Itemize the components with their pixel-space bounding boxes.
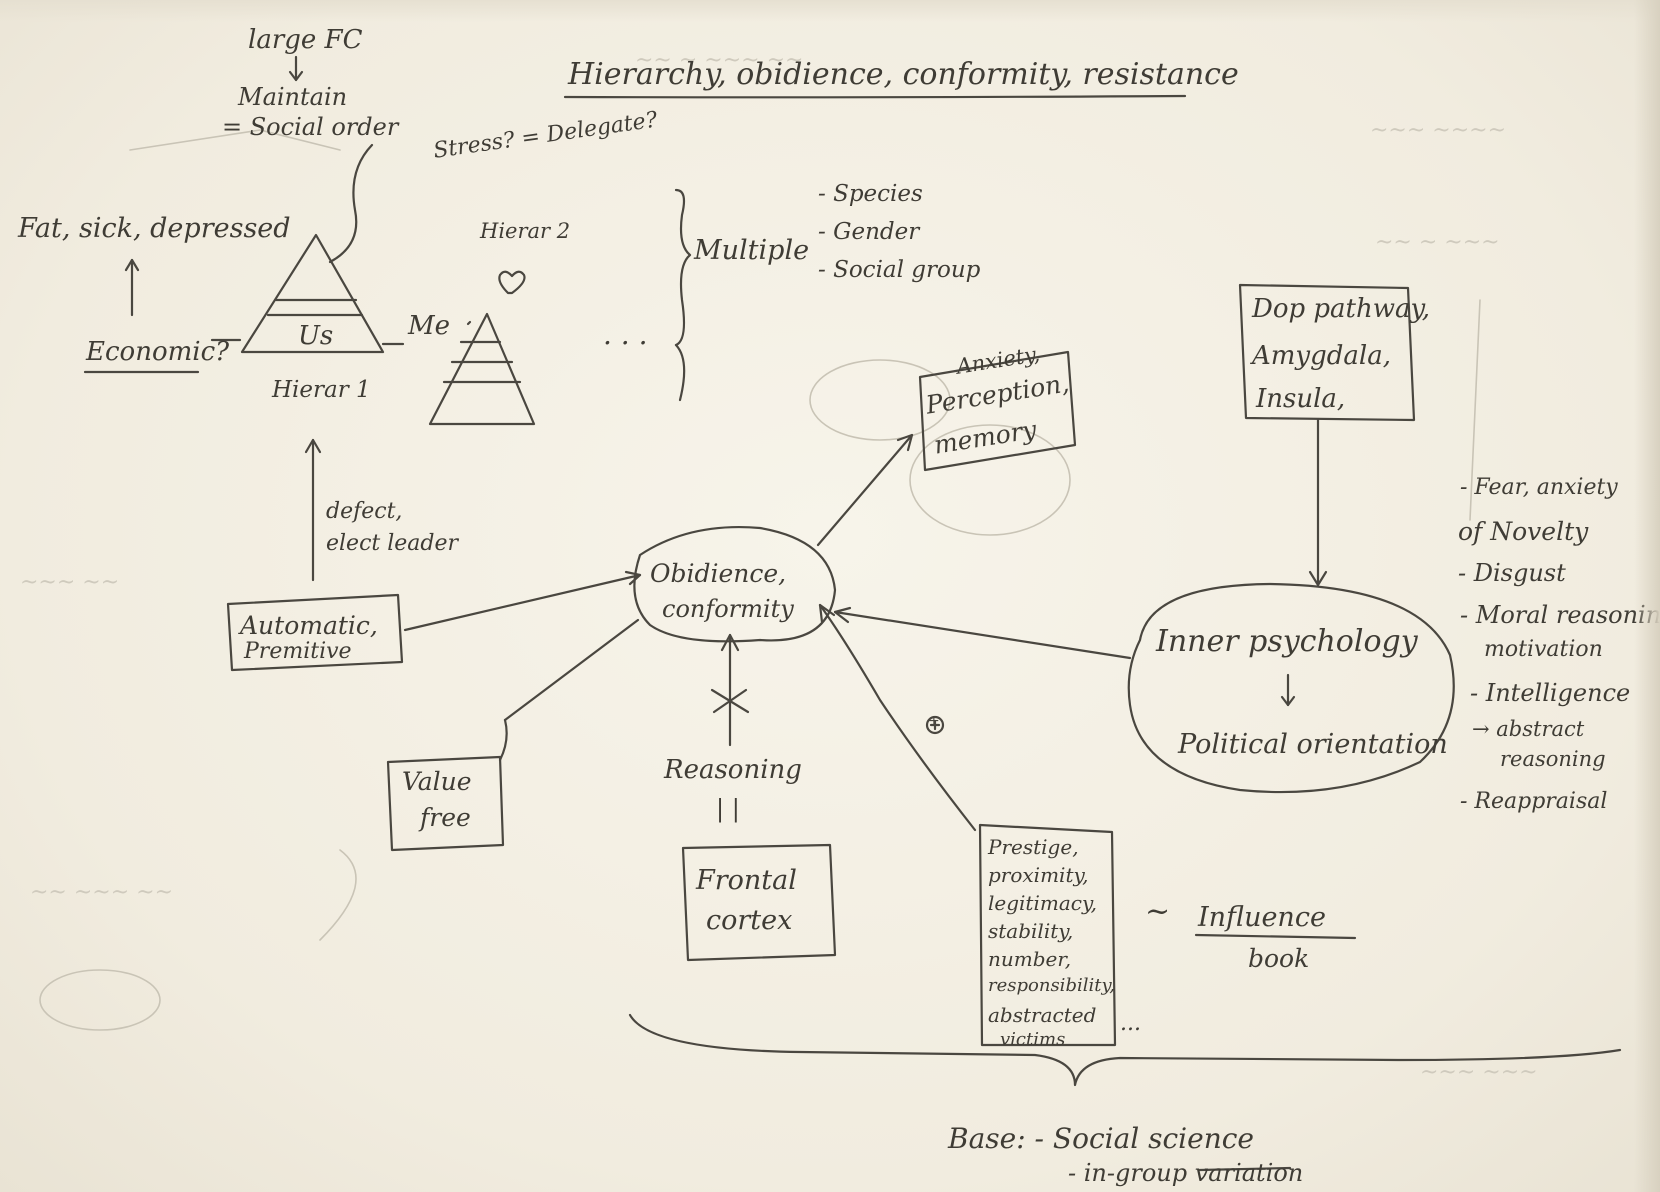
multiple-item: - Species	[818, 181, 923, 207]
label-inner-psychology: Inner psychology	[1156, 624, 1418, 659]
value-free-line: Value	[402, 767, 472, 796]
prestige-item: stability,	[988, 919, 1074, 943]
trait-item: - Disgust	[1458, 559, 1566, 587]
label-book: book	[1248, 944, 1310, 973]
label-political-orientation: Political orientation	[1178, 729, 1448, 760]
prestige-item: number,	[988, 947, 1072, 971]
plus-marker: +	[928, 713, 940, 729]
inner-arrow: ↓	[1300, 660, 1301, 661]
prestige-item: Prestige,	[988, 835, 1079, 859]
trait-item: of Novelty	[1458, 517, 1589, 546]
prestige-item: victims	[1000, 1029, 1066, 1050]
label-maintain: Maintain	[238, 83, 348, 111]
multiple-item: - Gender	[818, 219, 920, 245]
ellipsis: . . .	[603, 318, 648, 351]
trait-item: motivation	[1484, 637, 1603, 662]
label-influence: Influence	[1198, 902, 1326, 933]
label-fat-sick: Fat, sick, depressed	[18, 213, 291, 244]
label-social-order: = Social order	[222, 113, 399, 141]
multiple-item: - Social group	[818, 257, 981, 283]
label-hierar-1: Hierar 1	[272, 377, 371, 403]
prestige-item: proximity,	[988, 863, 1089, 887]
dop-line: Amygdala,	[1252, 341, 1391, 371]
trait-item: - Moral reasoning	[1460, 601, 1660, 629]
tilde-mark: ~	[1145, 894, 1171, 929]
dop-line: Dop pathway,	[1252, 294, 1431, 324]
trait-item: - Intelligence	[1470, 679, 1631, 707]
prestige-item: legitimacy,	[988, 891, 1097, 915]
prestige-more: ...	[1120, 1011, 1141, 1036]
label-base: Base: - Social science	[948, 1122, 1254, 1155]
ghost-text: ~~~ ~~~~	[1370, 118, 1507, 143]
frontal-line: Frontal	[696, 865, 797, 896]
value-free-line: free	[420, 803, 471, 832]
ghost-text: ~~~ ~~	[20, 570, 120, 595]
automatic-line: Premitive	[244, 639, 352, 664]
defect-line: elect leader	[326, 531, 459, 556]
frontal-line: cortex	[706, 905, 793, 936]
defect-line: defect,	[326, 499, 403, 524]
trait-item: → abstract	[1472, 717, 1585, 741]
obidience-line: Obidience,	[650, 559, 787, 588]
label-equals: | |	[716, 795, 740, 823]
label-large-fc: large FC	[248, 25, 363, 55]
ghost-text: ~~ ~~~ ~~	[30, 880, 174, 905]
prestige-item: abstracted	[988, 1003, 1097, 1027]
dop-line: Insula,	[1256, 384, 1346, 414]
page-title: Hierarchy, obidience, conformity, resist…	[568, 57, 1239, 92]
label-hierar-2: Hierar 2	[480, 219, 571, 243]
automatic-line: Automatic,	[240, 611, 378, 640]
label-us: Us	[298, 321, 334, 351]
label-reasoning: Reasoning	[664, 755, 802, 785]
prestige-item: responsibility,	[988, 975, 1115, 996]
label-me: Me	[408, 311, 451, 341]
obidience-line: conformity	[662, 595, 794, 623]
trait-item: - Fear, anxiety	[1460, 475, 1618, 500]
ghost-text: ~~~ ~~~	[1420, 1060, 1538, 1085]
ghost-text: ~~ ~ ~~~ ~~	[635, 48, 804, 73]
trait-item: - Reappraisal	[1460, 789, 1608, 814]
ghost-text: ~~ ~ ~~~	[1375, 230, 1500, 255]
label-economic: Economic?	[86, 337, 230, 367]
label-multiple: Multiple	[694, 235, 810, 266]
label-in-group-variation: - in-group variation	[1068, 1159, 1304, 1187]
trait-item: reasoning	[1500, 747, 1606, 771]
